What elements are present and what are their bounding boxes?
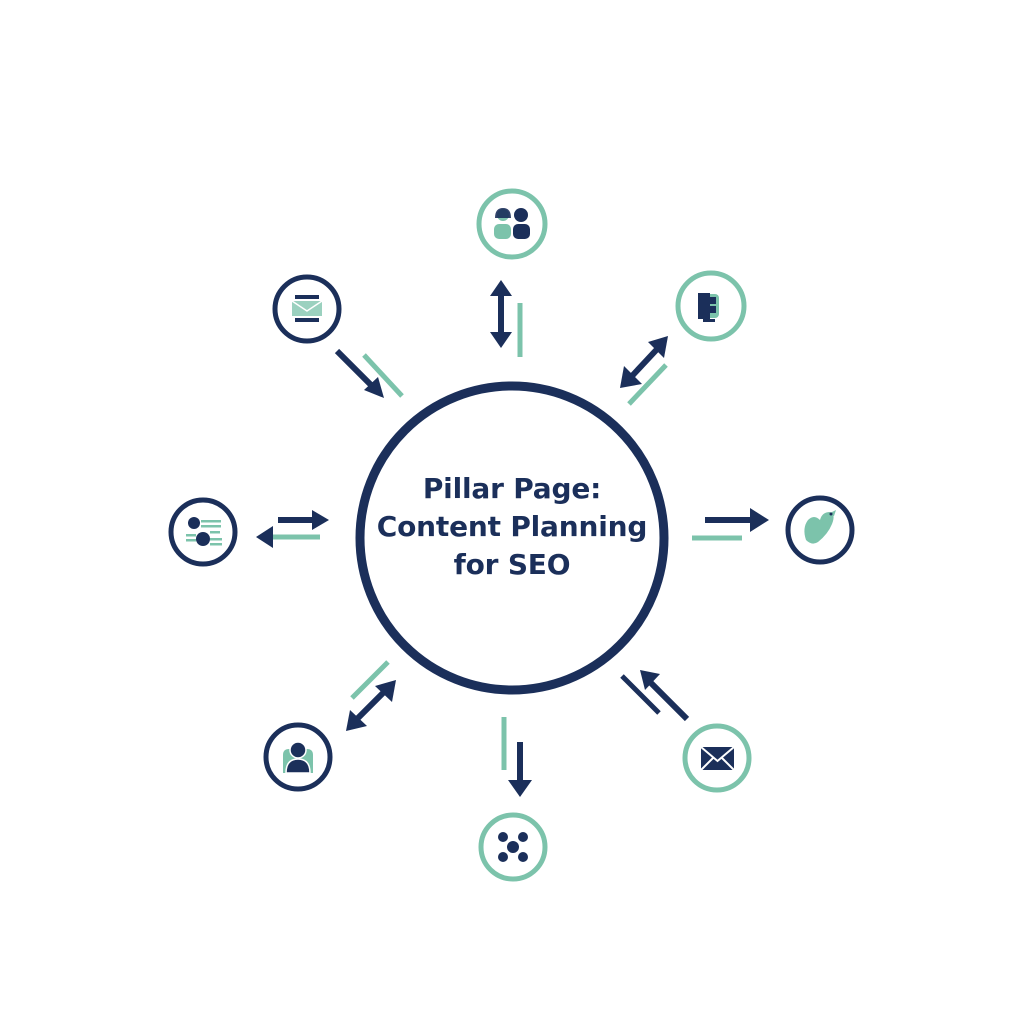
hub-title: Pillar Page: Content Planning for SEO <box>362 470 662 584</box>
envelope-icon <box>700 746 735 771</box>
connector-top-right <box>620 336 668 406</box>
connector-bottom-left <box>346 660 396 731</box>
hub-circle[interactable] <box>355 381 669 695</box>
connector-bottom <box>501 717 532 797</box>
node-top-left[interactable] <box>272 274 342 344</box>
connector-bottom-right <box>620 670 690 722</box>
hub-title-line-1: Pillar Page: <box>422 472 602 505</box>
node-top[interactable] <box>476 188 548 260</box>
node-bottom-left[interactable] <box>263 722 333 792</box>
connector-top-left <box>334 348 404 398</box>
network-nodes-icon <box>498 832 528 862</box>
node-bottom-right[interactable] <box>682 723 752 793</box>
newsletter-mail-icon <box>291 295 323 322</box>
node-right[interactable] <box>785 495 855 565</box>
bird-social-icon <box>804 510 836 544</box>
hub-title-line-3: for SEO <box>453 548 571 581</box>
node-left[interactable] <box>168 497 238 567</box>
connector-top <box>490 280 523 357</box>
people-icon <box>494 208 530 239</box>
connector-left <box>256 510 329 548</box>
desktop-monitor-icon <box>698 293 719 322</box>
content-list-icon <box>186 517 222 546</box>
node-bottom[interactable] <box>478 812 548 882</box>
hub-title-line-2: Content Planning <box>376 510 648 543</box>
connector-right <box>692 508 769 541</box>
node-top-right[interactable] <box>675 270 747 342</box>
user-profile-icon <box>283 741 313 774</box>
